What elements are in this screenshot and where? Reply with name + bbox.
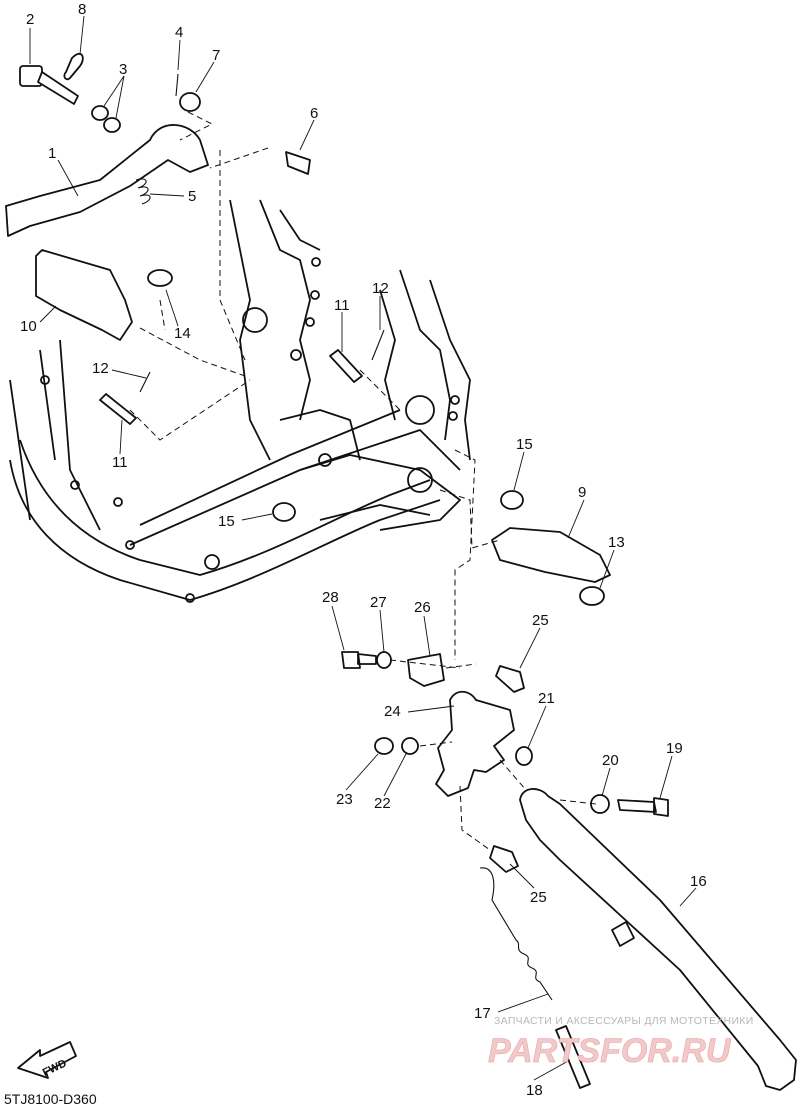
callout-5: 5: [188, 188, 196, 205]
callout-25-upper: 25: [532, 612, 549, 629]
part-3-o-rings: [91, 105, 121, 133]
part-21-collar: [515, 746, 533, 766]
callout-4: 4: [175, 24, 183, 41]
part-16-sidestand: [519, 788, 797, 1091]
part-17-spring: [479, 867, 553, 1001]
part-7-washer: [179, 92, 201, 112]
part-15-damper-lower: [272, 502, 296, 522]
callout-6: 6: [310, 105, 318, 122]
diagram-code: 5TJ8100-D360: [4, 1091, 97, 1107]
part-1-brake-pedal: [5, 124, 209, 237]
assembly-lines: [129, 111, 597, 851]
callout-13: 13: [608, 534, 625, 551]
part-27-collar: [376, 651, 392, 669]
callout-15-right: 15: [516, 436, 533, 453]
part-24-sidestand-bracket: [435, 690, 515, 797]
fwd-arrow-icon: FWD: [17, 1041, 77, 1079]
callout-18: 18: [526, 1082, 543, 1099]
callout-2: 2: [26, 11, 34, 28]
part-18-pin: [555, 1025, 591, 1089]
watermark: ЗАПЧАСТИ И АКСЕССУАРЫ ДЛЯ МОТОТЕХНИКИ PA…: [488, 1015, 754, 1070]
callout-11-right: 11: [334, 297, 350, 314]
part-20-washer: [590, 794, 610, 814]
callout-20: 20: [602, 752, 619, 769]
callout-16: 16: [690, 873, 707, 890]
part-9-right-footrest: [491, 527, 611, 583]
callout-10: 10: [20, 318, 37, 335]
callout-3: 3: [119, 61, 127, 78]
callout-22: 22: [374, 795, 391, 812]
part-19-bolt: [617, 797, 669, 817]
callout-12-right: 12: [372, 280, 389, 297]
callout-26: 26: [414, 599, 431, 616]
watermark-logo: PARTSFOR.RU: [488, 1032, 732, 1070]
part-26-bracket: [407, 653, 445, 687]
spring-hook-stud: [611, 921, 635, 947]
callout-24: 24: [384, 703, 401, 720]
callout-19: 19: [666, 740, 683, 757]
callout-15-left: 15: [218, 513, 235, 530]
part-25-bolt-upper: [495, 665, 525, 693]
part-14-clip: [147, 269, 173, 287]
part-6-clip: [285, 151, 311, 175]
callout-1: 1: [48, 145, 56, 162]
callout-21: 21: [538, 690, 555, 707]
callout-7: 7: [212, 47, 220, 64]
callout-27: 27: [370, 594, 387, 611]
callout-14: 14: [174, 325, 191, 342]
part-10-left-footrest: [35, 249, 133, 341]
part-4-pin: [175, 73, 179, 97]
motorcycle-frame: [9, 199, 471, 603]
part-12-right-cotter: [371, 329, 385, 361]
part-8-cotter-pin: [63, 53, 84, 81]
callout-28: 28: [322, 589, 339, 606]
leader-lines: [29, 15, 697, 1081]
part-11-right-pin: [329, 349, 363, 383]
part-11-left-pin: [99, 393, 137, 425]
part-23-nut: [374, 737, 394, 755]
part-2-pivot-bolt: [19, 65, 79, 105]
callout-numbers: 2 8 3 4 7 6 1 5 10 14 12 11 11 12 15 15 …: [20, 1, 707, 1099]
part-22-washer: [401, 737, 419, 755]
part-28-bolt: [341, 651, 377, 669]
callout-8: 8: [78, 1, 86, 18]
part-12-left-cotter: [139, 371, 151, 393]
callout-25-lower: 25: [530, 889, 547, 906]
part-13-clip: [579, 586, 605, 606]
callout-9: 9: [578, 484, 586, 501]
callout-11-left: 11: [112, 454, 128, 471]
part-5-spring: [135, 178, 151, 205]
callout-12-left: 12: [92, 360, 109, 377]
watermark-tagline: ЗАПЧАСТИ И АКСЕССУАРЫ ДЛЯ МОТОТЕХНИКИ: [494, 1015, 754, 1027]
part-15-damper-upper: [500, 490, 524, 510]
callout-17: 17: [474, 1005, 491, 1022]
callout-23: 23: [336, 791, 353, 808]
